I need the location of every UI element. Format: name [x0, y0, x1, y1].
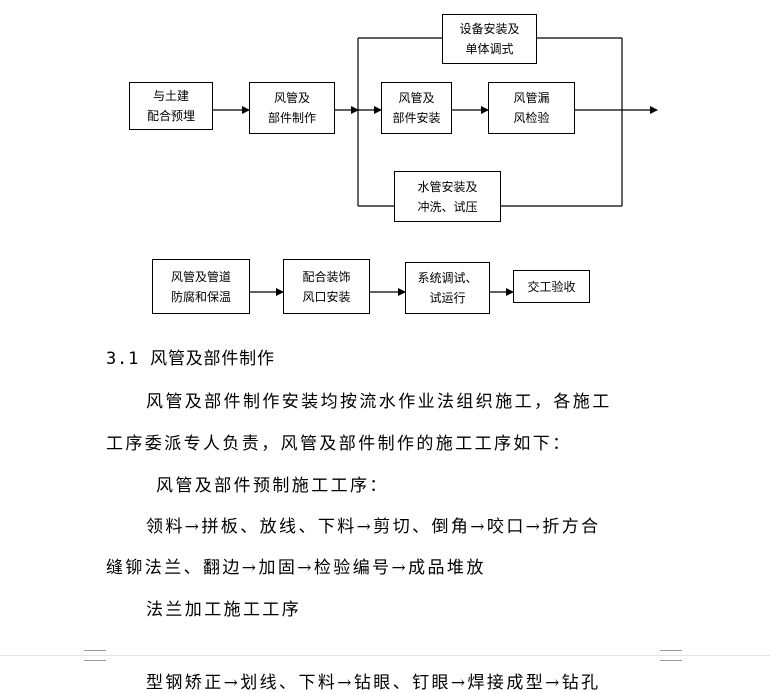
section-heading: 3.1 风管及部件制作 — [106, 349, 275, 369]
box-equipment-install: 设备安装及单体调式 — [442, 14, 537, 64]
paragraph-line-partial: 型钢矫正→划线、下料→钻眼、钉眼→焊接成型→钻孔 — [146, 673, 601, 693]
paragraph-line: 法兰加工施工工序 — [146, 600, 302, 620]
box-civil-embedding: 与土建配合预埋 — [129, 82, 213, 130]
box-leak-test: 风管漏风检验 — [488, 82, 575, 134]
margin-mark-right — [660, 650, 682, 661]
paragraph-line: 风管及部件预制施工工序： — [156, 476, 389, 496]
box-decoration: 配合装饰风口安装 — [283, 259, 370, 314]
box-duct-install: 风管及部件安装 — [381, 82, 452, 134]
paragraph-line: 缝铆法兰、翻边→加固→检验编号→成品堆放 — [106, 558, 486, 578]
paragraph-line: 领料→拼板、放线、下料→剪切、倒角→咬口→折方合 — [146, 517, 601, 537]
box-system-debug: 系统调试、试运行 — [405, 262, 490, 314]
paragraph-line: 工序委派专人负责，风管及部件制作的施工工序如下： — [106, 434, 572, 454]
box-anticorrosion: 风管及管道防腐和保温 — [152, 259, 250, 314]
box-acceptance: 交工验收 — [513, 270, 590, 303]
paragraph-line: 风管及部件制作安装均按流水作业法组织施工，各施工 — [146, 392, 612, 412]
box-water-pipe: 水管安装及冲洗、试压 — [394, 171, 501, 222]
margin-mark-left — [84, 650, 106, 661]
page-break-line — [0, 655, 770, 656]
box-duct-fabrication: 风管及部件制作 — [249, 82, 335, 134]
